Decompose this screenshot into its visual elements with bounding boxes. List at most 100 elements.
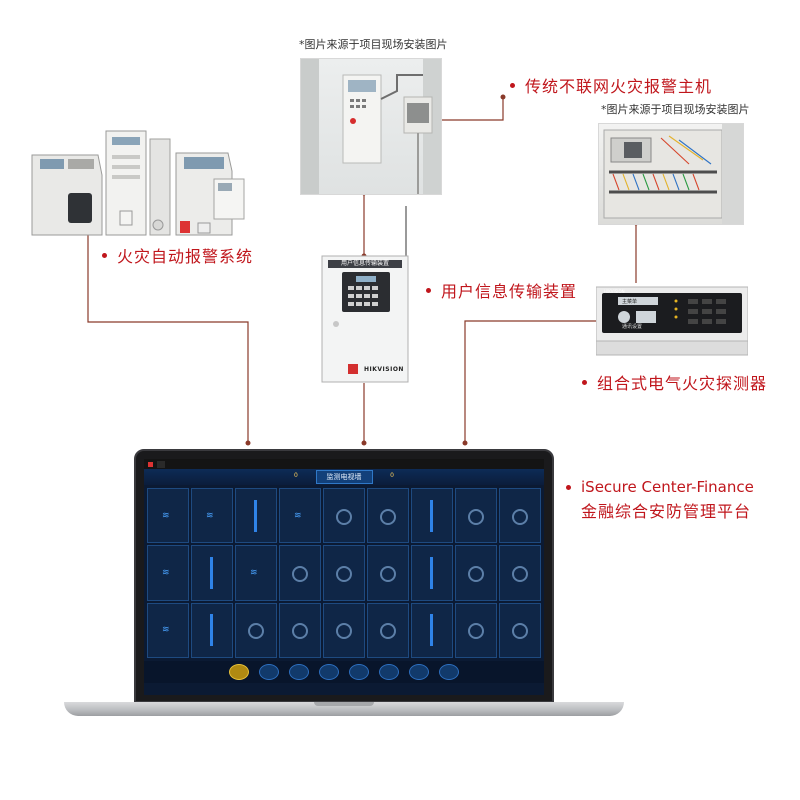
electrical-cabinet-illustration	[603, 124, 743, 224]
connector-node	[500, 94, 506, 100]
connector-node	[245, 440, 251, 446]
monitor-cell[interactable]	[367, 488, 409, 544]
gauge-icon	[468, 566, 484, 583]
laptop-base	[64, 702, 624, 716]
gauge-icon	[512, 566, 528, 583]
label-platform: iSecure Center-Finance 金融综合安防管理平台	[566, 478, 754, 522]
gauge-icon	[468, 508, 484, 525]
transmitter-panel-title: 用户信息传输装置	[340, 260, 389, 267]
label-transmission-text: 用户信息传输装置	[441, 282, 578, 301]
monitor-cell[interactable]	[279, 545, 321, 601]
photo-fire-alarm-host	[300, 58, 442, 195]
level-bar	[254, 499, 258, 532]
monitor-cell[interactable]	[191, 545, 233, 601]
caption-right-photo: *图片来源于项目现场安装图片	[601, 103, 750, 116]
monitor-cell[interactable]	[323, 488, 365, 544]
monitor-cell[interactable]	[411, 488, 453, 544]
monitor-wall-grid: ≋ ≋ ≋ ≋ ≋ ≋	[144, 485, 544, 661]
footer-nav-button[interactable]	[409, 664, 429, 680]
label-host: 传统不联网火灾报警主机	[510, 73, 712, 97]
monitor-cell[interactable]	[279, 602, 321, 658]
monitor-cell[interactable]	[411, 545, 453, 601]
connector-node	[361, 440, 367, 446]
gauge-icon	[292, 623, 308, 640]
screen-titlebar	[144, 459, 544, 469]
monitor-cell[interactable]	[499, 545, 541, 601]
gauge-icon	[336, 508, 352, 525]
label-transmission: 用户信息传输装置	[426, 278, 577, 302]
laptop-screen: 0 监测电视墙 0 ≋ ≋ ≋ ≋ ≋ ≋	[144, 459, 544, 695]
label-platform-line1: iSecure Center-Finance	[581, 478, 754, 496]
label-bullet	[582, 379, 587, 385]
label-fire-system-text: 火灾自动报警系统	[117, 247, 254, 266]
screen-stat-right: 0	[390, 472, 394, 479]
gauge-icon	[380, 508, 396, 525]
wifi-icon: ≋	[294, 510, 302, 521]
monitor-cell[interactable]	[411, 602, 453, 658]
monitor-cell[interactable]	[323, 602, 365, 658]
connector-firesystem-laptop	[87, 205, 249, 443]
label-bullet	[426, 287, 431, 293]
monitor-cell[interactable]: ≋	[147, 488, 189, 544]
gauge-icon	[336, 566, 352, 583]
label-detector-text: 组合式电气火灾探测器	[597, 374, 768, 393]
monitor-cell[interactable]: ≋	[191, 488, 233, 544]
gauge-icon	[512, 508, 528, 525]
fire-alarm-host-illustration	[301, 59, 441, 194]
wifi-icon: ≋	[206, 510, 214, 521]
monitor-cell[interactable]	[191, 602, 233, 658]
monitor-cell[interactable]	[235, 602, 277, 658]
transmission-device-illustration	[321, 206, 409, 383]
app-logo-icon	[148, 461, 153, 467]
monitor-cell[interactable]	[499, 602, 541, 658]
footer-nav-button[interactable]	[259, 664, 279, 680]
wifi-icon: ≋	[162, 510, 170, 521]
label-bullet	[102, 252, 107, 258]
footer-nav-button[interactable]	[319, 664, 339, 680]
label-platform-line2: 金融综合安防管理平台	[581, 502, 752, 521]
transmitter-brand: HIKVISION	[364, 366, 404, 373]
label-bullet	[566, 484, 571, 490]
screen-tab[interactable]	[157, 460, 165, 468]
monitor-cell[interactable]	[323, 545, 365, 601]
caption-top-photo: *图片来源于项目现场安装图片	[299, 38, 448, 51]
monitor-cell[interactable]	[367, 545, 409, 601]
monitor-cell[interactable]	[499, 488, 541, 544]
monitor-cell[interactable]: ≋	[147, 545, 189, 601]
monitor-cell[interactable]: ≋	[147, 602, 189, 658]
gauge-icon	[468, 623, 484, 640]
screen-header: 0 监测电视墙 0	[144, 469, 544, 485]
gauge-icon	[248, 623, 264, 640]
detector-screen-sub: 通讯设置	[622, 324, 643, 330]
wifi-icon: ≋	[162, 567, 170, 578]
monitor-cell[interactable]: ≋	[235, 545, 277, 601]
level-bar	[210, 614, 214, 647]
gauge-icon	[380, 623, 396, 640]
monitor-cell[interactable]	[455, 545, 497, 601]
laptop-notch	[314, 702, 374, 706]
monitor-cell[interactable]	[235, 488, 277, 544]
wifi-icon: ≋	[162, 625, 170, 636]
screen-title: 监测电视墙	[315, 470, 373, 484]
detector-screen-text: 主菜单	[622, 299, 638, 305]
footer-nav-button[interactable]	[439, 664, 459, 680]
detector-brand: HIKVISION	[604, 289, 625, 294]
photo-fire-alarm-system	[28, 125, 248, 245]
level-bar	[210, 556, 214, 589]
level-bar	[430, 614, 434, 647]
monitor-cell[interactable]	[455, 488, 497, 544]
label-fire-system: 火灾自动报警系统	[102, 243, 253, 267]
label-bullet	[510, 82, 515, 88]
connector-detector-laptop	[464, 320, 598, 443]
monitor-cell[interactable]: ≋	[279, 488, 321, 544]
footer-nav-button[interactable]	[229, 664, 249, 680]
monitor-cell[interactable]	[455, 602, 497, 658]
monitor-cell[interactable]	[367, 602, 409, 658]
footer-nav-button[interactable]	[349, 664, 369, 680]
gauge-icon	[380, 566, 396, 583]
footer-nav-button[interactable]	[289, 664, 309, 680]
label-detector: 组合式电气火灾探测器	[582, 370, 767, 394]
footer-nav-button[interactable]	[379, 664, 399, 680]
label-host-text: 传统不联网火灾报警主机	[525, 77, 713, 96]
